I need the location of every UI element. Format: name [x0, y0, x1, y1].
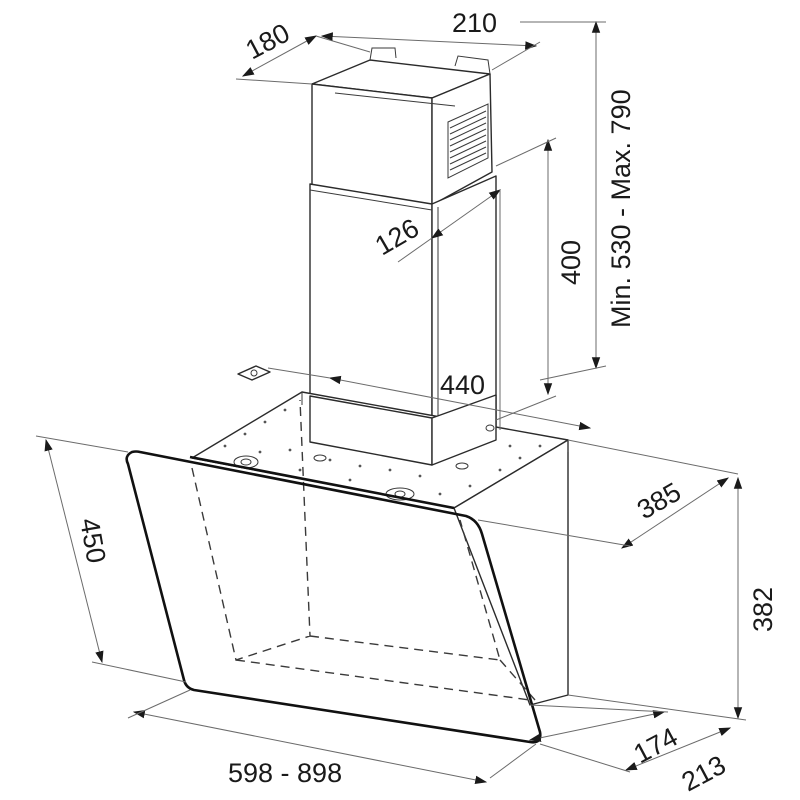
label-chimney-height-range: Min. 530 - Max. 790 — [606, 89, 636, 328]
top-bracket — [369, 47, 397, 61]
label-bracket-span: 440 — [440, 370, 485, 400]
top-bracket-right — [454, 55, 491, 75]
dimension-lines — [35, 20, 747, 785]
label-chimney-width: 180 — [241, 18, 295, 66]
hood-body — [191, 365, 569, 706]
label-inner-chimney-height: 400 — [556, 240, 586, 285]
label-hood-height: 382 — [748, 587, 778, 632]
label-chimney-depth: 210 — [452, 8, 497, 38]
label-canopy-slant: 450 — [74, 516, 111, 566]
label-bottom-depth: 174 — [629, 722, 683, 770]
chimney-upper-side — [431, 73, 493, 206]
label-total-depth: 213 — [677, 750, 731, 798]
screw-hole — [313, 454, 327, 462]
vent-grille — [447, 103, 489, 179]
wall-bracket — [237, 365, 271, 381]
perforation-dots — [223, 408, 542, 496]
hidden-outline — [191, 399, 536, 701]
label-hood-depth: 385 — [632, 477, 686, 526]
label-hood-width-range: 598 - 898 — [228, 758, 342, 788]
